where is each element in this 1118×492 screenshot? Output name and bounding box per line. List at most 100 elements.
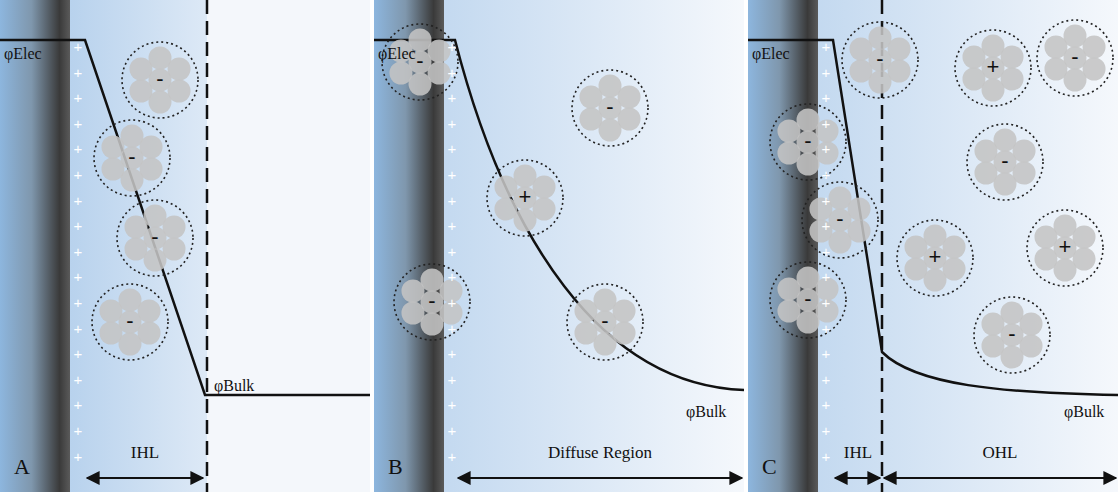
ion-cluster: - [768,260,848,340]
ion-cluster: + [895,218,975,298]
electrode-charge: + [822,90,831,105]
electrode-charge: + [448,141,457,156]
ion-cluster: - [120,40,200,120]
layer-name: IHL [131,444,159,461]
potential-label: φBulk [1064,404,1104,420]
ion-charge: - [965,122,1045,202]
electrode-charge: + [822,269,831,284]
electrode-charge: + [448,448,457,463]
electrode-charge: + [822,346,831,361]
layer-name: OHL [983,444,1018,461]
potential-label: φBulk [214,378,254,394]
electrode-charge: + [448,90,457,105]
electrode-charge: + [822,64,831,79]
ion-charge: - [972,295,1052,375]
electrode-charge: + [448,295,457,310]
ion-charge: - [800,180,880,260]
electrode-charge: + [448,243,457,258]
ion-cluster: - [800,180,880,260]
ion-cluster: + [953,28,1033,108]
ion-charge: - [1035,18,1115,98]
ion-charge: - [840,20,920,100]
ion-charge: - [570,68,650,148]
electrode-charge: + [74,320,83,335]
electrode-charge: + [448,167,457,182]
potential-label: φElec [752,46,790,62]
panel-letter: A [14,456,30,478]
electrode-charge: + [448,218,457,233]
ion-cluster: - [115,198,195,278]
ion-cluster: - [1035,18,1115,98]
electrode-charge: + [74,64,83,79]
ion-charge: - [392,262,472,342]
electrode-charge: + [822,295,831,310]
electrode-charge: + [822,397,831,412]
electrode-charge: + [822,192,831,207]
ion-cluster: + [485,158,565,238]
ion-charge: + [485,158,565,238]
electrode-charge: + [74,448,83,463]
panel-letter: C [762,456,777,478]
ion-charge: - [90,282,170,362]
electrode-charge: + [822,371,831,386]
electrode-charge: + [74,167,83,182]
electrode-charge: + [448,397,457,412]
electrode-charge: + [448,115,457,130]
ion-cluster: - [972,295,1052,375]
ion-cluster: - [565,282,645,362]
electrode-charge: + [448,64,457,79]
ion-cluster: - [965,122,1045,202]
panel-c [748,0,1118,492]
layer-name: IHL [844,444,872,461]
ion-cluster: - [570,68,650,148]
ion-charge: - [92,118,172,198]
electrode-charge: + [74,269,83,284]
electrode-charge: + [822,141,831,156]
ion-charge: - [115,198,195,278]
ion-cluster: - [840,20,920,100]
ion-cluster: - [768,102,848,182]
ion-charge: - [768,260,848,340]
electrode-charge: + [74,346,83,361]
electrode-charge: + [448,371,457,386]
ion-cluster: - [392,262,472,342]
ion-charge: + [1025,208,1105,288]
panel-letter: B [388,456,403,478]
ion-cluster: - [90,282,170,362]
electrode-charge: + [74,115,83,130]
electrode-charge: + [448,346,457,361]
electrode-charge: + [74,39,83,54]
electrode-charge: + [822,39,831,54]
electrode-charge: + [448,320,457,335]
electrode-charge: + [448,423,457,438]
electrode-charge: + [74,243,83,258]
ion-cluster: + [1025,208,1105,288]
electrode-charge: + [448,269,457,284]
ion-charge: - [768,102,848,182]
electrode-charge: + [74,218,83,233]
electrode-charge: + [822,423,831,438]
electrode-charge: + [74,192,83,207]
electrode-charge: + [822,320,831,335]
electrode-charge: + [74,141,83,156]
electrode-charge: + [74,90,83,105]
ion-charge: + [953,28,1033,108]
electrode-charge: + [74,397,83,412]
electrode-charge: + [448,39,457,54]
panel-b [374,0,744,492]
potential-label: φElec [4,46,42,62]
potential-label: φElec [378,46,416,62]
electrode-charge: + [822,167,831,182]
ion-charge: - [120,40,200,120]
potential-label: φBulk [686,404,726,420]
electrode-charge: + [822,115,831,130]
region-name: Diffuse Region [548,444,652,461]
electrode-charge: + [822,243,831,258]
electrode-charge: + [822,448,831,463]
ion-charge: + [895,218,975,298]
electrode-charge: + [74,371,83,386]
electrode-charge: + [822,218,831,233]
electrode-charge: + [74,295,83,310]
ion-cluster: - [92,118,172,198]
